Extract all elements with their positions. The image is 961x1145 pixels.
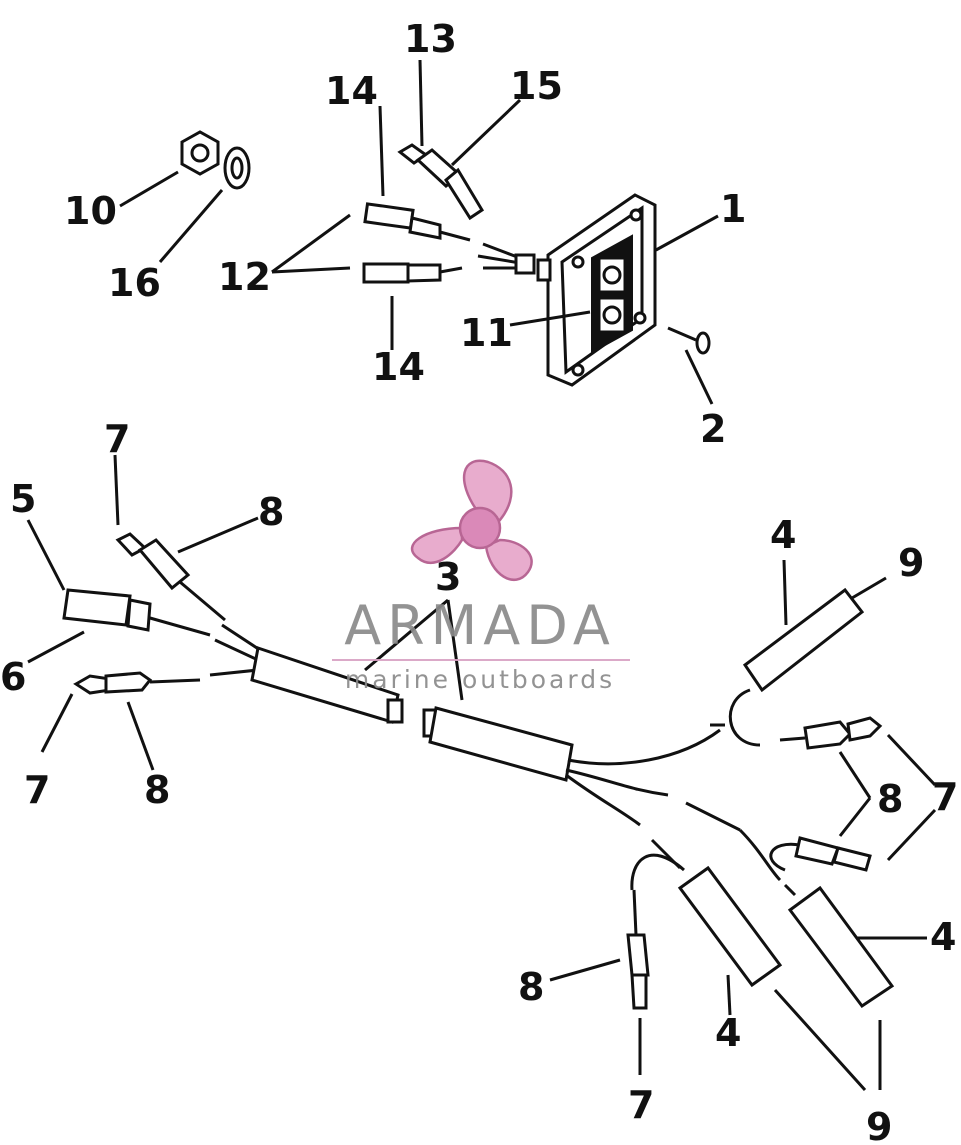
callout-6: 6 [0,655,26,699]
watermark-tagline: marine outboards [345,665,615,694]
callout-2: 2 [700,407,726,451]
part-pin-connector-right-upper [779,716,883,750]
harness-left-wires [209,623,261,677]
part-terminal-sleeve-lower [362,262,463,284]
callout-15: 15 [510,64,563,108]
callout-14-lower: 14 [372,345,425,389]
part-boot-sleeve-right [783,883,895,1009]
watermark-brand: ARMADA [344,594,616,657]
leader-lines [26,59,937,1092]
callout-7-right: 7 [932,775,958,819]
part-female-connector [62,588,211,637]
callout-10: 10 [64,189,117,233]
callout-14-upper: 14 [325,69,378,113]
part-pin-connector-bottom [626,889,650,1010]
callout-8-bottom: 8 [518,965,544,1009]
callout-9-bottom: 9 [866,1105,892,1145]
part-pin-connector-upper [397,143,485,221]
part-pin-connector-right-lower [769,836,872,872]
callout-8-right: 8 [877,777,903,821]
callout-labels: 13 15 14 10 16 12 14 1 11 2 7 8 5 6 7 8 … [0,17,958,1145]
callout-7-lower-left: 7 [24,768,50,812]
callout-12: 12 [218,255,271,299]
part-boot-sleeve-upper-right [710,587,865,747]
callout-7-bottom: 7 [628,1083,654,1127]
part-nut [180,130,220,176]
callout-3: 3 [435,555,461,599]
part-boot-sleeve-center [630,838,783,988]
callout-8-lower-left: 8 [144,768,170,812]
switch-wire-stubs [477,242,552,282]
callout-1: 1 [720,187,746,231]
part-terminal-sleeve-upper [363,202,471,242]
callout-4-upper-right: 4 [770,513,796,557]
harness-right-wires [565,728,782,882]
callout-8-upper-left: 8 [258,490,284,534]
callout-5: 5 [10,477,36,521]
callout-4-bottom: 4 [715,1011,741,1055]
callout-11: 11 [460,311,513,355]
part-pin-connector-left-upper [115,532,226,622]
watermark: ARMADA marine outboards [332,459,630,694]
part-harness-sheath-right [422,706,574,782]
part-rocker-switch [591,234,633,354]
callout-13: 13 [404,17,457,61]
callout-9-upper-right: 9 [898,541,924,585]
part-harness-sheath-left [250,646,404,724]
callout-4-right: 4 [930,915,956,959]
part-washer [223,146,251,190]
callout-7-upper-left: 7 [104,417,130,461]
part-screw [667,326,711,355]
propeller-logo-icon [410,459,533,581]
part-pin-connector-left-lower [73,671,201,695]
callout-16: 16 [108,261,161,305]
